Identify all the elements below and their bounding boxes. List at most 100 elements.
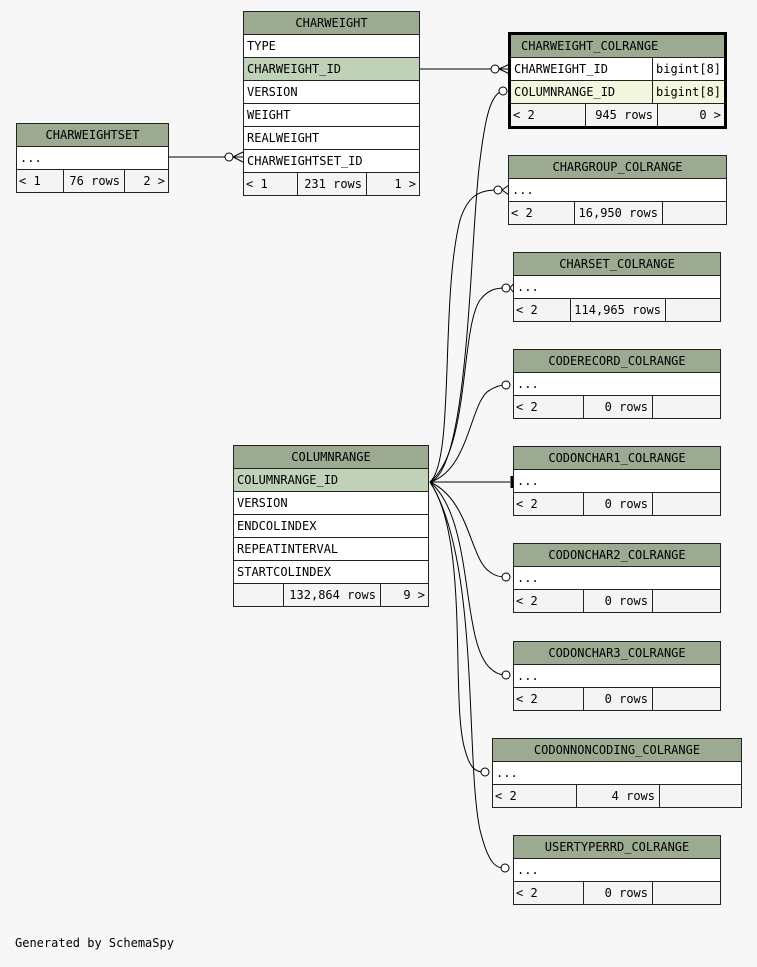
parents-count[interactable]: < 2 xyxy=(514,299,571,321)
parents-count[interactable]: < 2 xyxy=(509,202,575,224)
table-charset-colrange[interactable]: CHARSET_COLRANGE ... < 2 114,965 rows xyxy=(513,252,721,322)
children-count[interactable]: 9 > xyxy=(403,588,425,602)
children-count[interactable] xyxy=(666,299,720,321)
row-count: 0 rows xyxy=(584,396,653,418)
table-codonnoncoding-colrange[interactable]: CODONNONCODING_COLRANGE ... < 2 4 rows xyxy=(492,738,742,808)
row-count: 114,965 rows xyxy=(571,299,666,321)
column-row[interactable]: ... xyxy=(514,276,720,299)
table-header[interactable]: CHARSET_COLRANGE xyxy=(514,253,720,276)
crowfoot xyxy=(501,184,510,196)
table-footer: < 1 231 rows 1 > xyxy=(244,173,419,195)
parents-count[interactable]: < 2 xyxy=(514,396,584,418)
row-count: 0 rows xyxy=(584,590,653,612)
parents-count[interactable]: < 1 xyxy=(17,170,64,192)
table-footer: < 2 0 rows xyxy=(514,688,720,710)
table-footer: < 2 114,965 rows xyxy=(514,299,720,321)
column-row[interactable]: ... xyxy=(493,762,741,785)
column-name: CHARWEIGHT_ID xyxy=(514,62,608,76)
children-count[interactable] xyxy=(663,202,726,224)
column-row[interactable]: COLUMNRANGE_ID bigint[8] xyxy=(511,81,724,104)
table-header[interactable]: CODONCHAR3_COLRANGE xyxy=(514,642,720,665)
parents-count[interactable]: < 2 xyxy=(511,104,586,126)
row-count: 0 rows xyxy=(584,882,653,904)
column-row[interactable]: ... xyxy=(514,567,720,590)
table-charweightset[interactable]: CHARWEIGHTSET ... < 1 76 rows 2 > xyxy=(16,123,169,193)
parents-count[interactable]: < 2 xyxy=(514,882,584,904)
crowfoot-circle xyxy=(498,86,508,96)
table-codonchar3-colrange[interactable]: CODONCHAR3_COLRANGE ... < 2 0 rows xyxy=(513,641,721,711)
table-header[interactable]: COLUMNRANGE xyxy=(234,446,428,469)
table-codonchar2-colrange[interactable]: CODONCHAR2_COLRANGE ... < 2 0 rows xyxy=(513,543,721,613)
table-header[interactable]: USERTYPERRD_COLRANGE xyxy=(514,836,720,859)
parents-count[interactable]: < 2 xyxy=(514,688,584,710)
row-count: 0 rows xyxy=(584,493,653,515)
children-count[interactable] xyxy=(660,785,741,807)
row-count: 945 rows xyxy=(586,104,658,126)
table-footer: < 2 4 rows xyxy=(493,785,741,807)
table-footer: < 2 0 rows xyxy=(514,882,720,904)
column-row[interactable]: WEIGHT xyxy=(244,104,419,127)
table-codonchar1-colrange[interactable]: CODONCHAR1_COLRANGE ... < 2 0 rows xyxy=(513,446,721,516)
parents-count[interactable]: < 1 xyxy=(244,173,298,195)
column-type: bigint[8] xyxy=(652,58,724,80)
column-row[interactable]: ... xyxy=(514,373,720,396)
column-row[interactable]: VERSION xyxy=(244,81,419,104)
column-row[interactable]: STARTCOLINDEX xyxy=(234,561,428,584)
column-row[interactable]: ENDCOLINDEX xyxy=(234,515,428,538)
column-row[interactable]: CHARWEIGHT_ID bigint[8] xyxy=(511,58,724,81)
table-header[interactable]: CODONCHAR2_COLRANGE xyxy=(514,544,720,567)
table-footer: < 1 76 rows 2 > xyxy=(17,170,168,192)
children-count[interactable]: 1 > xyxy=(394,177,416,191)
table-charweight-colrange[interactable]: CHARWEIGHT_COLRANGE CHARWEIGHT_ID bigint… xyxy=(508,32,727,129)
edge-columnrange-charweight-colrange xyxy=(429,90,503,483)
crowfoot-circle xyxy=(490,64,500,74)
crowfoot-circle xyxy=(501,670,511,680)
column-row[interactable]: REPEATINTERVAL xyxy=(234,538,428,561)
table-header[interactable]: CHARWEIGHT_COLRANGE xyxy=(511,35,724,58)
children-count[interactable] xyxy=(653,590,720,612)
table-header[interactable]: CODONNONCODING_COLRANGE xyxy=(493,739,741,762)
column-row[interactable]: ... xyxy=(17,147,168,170)
table-usertyperrd-colrange[interactable]: USERTYPERRD_COLRANGE ... < 2 0 rows xyxy=(513,835,721,905)
table-footer: < 2 16,950 rows xyxy=(509,202,726,224)
parents-count[interactable] xyxy=(234,584,284,606)
column-row[interactable]: VERSION xyxy=(234,492,428,515)
children-count[interactable] xyxy=(653,493,720,515)
row-count: 4 rows xyxy=(577,785,660,807)
edge-columnrange-codonchar3-colrange xyxy=(429,481,506,676)
column-row[interactable]: TYPE xyxy=(244,35,419,58)
children-count[interactable] xyxy=(653,396,720,418)
table-columnrange[interactable]: COLUMNRANGE COLUMNRANGE_ID VERSION ENDCO… xyxy=(233,445,429,607)
parents-count[interactable]: < 2 xyxy=(514,493,584,515)
children-count[interactable]: 0 > xyxy=(699,108,721,122)
column-row[interactable]: ... xyxy=(514,470,720,493)
column-row-key[interactable]: CHARWEIGHT_ID xyxy=(244,58,419,81)
generated-by-credit: Generated by SchemaSpy xyxy=(15,936,174,950)
table-footer: 132,864 rows 9 > xyxy=(234,584,428,606)
column-row[interactable]: ... xyxy=(514,859,720,882)
parents-count[interactable]: < 2 xyxy=(514,590,584,612)
table-header[interactable]: CHARWEIGHTSET xyxy=(17,124,168,147)
edge-columnrange-coderecord-colrange xyxy=(429,384,506,483)
column-row[interactable]: ... xyxy=(514,665,720,688)
column-row[interactable]: REALWEIGHT xyxy=(244,127,419,150)
children-count[interactable]: 2 > xyxy=(143,174,165,188)
children-count[interactable] xyxy=(653,882,720,904)
row-count: 16,950 rows xyxy=(575,202,663,224)
children-count[interactable] xyxy=(653,688,720,710)
table-footer: < 2 0 rows xyxy=(514,396,720,418)
table-footer: < 2 0 rows xyxy=(514,590,720,612)
table-coderecord-colrange[interactable]: CODERECORD_COLRANGE ... < 2 0 rows xyxy=(513,349,721,419)
parents-count[interactable]: < 2 xyxy=(493,785,577,807)
column-row[interactable]: ... xyxy=(509,179,726,202)
table-header[interactable]: CODONCHAR1_COLRANGE xyxy=(514,447,720,470)
table-header[interactable]: CHARWEIGHT xyxy=(244,12,419,35)
column-row-key[interactable]: COLUMNRANGE_ID xyxy=(234,469,428,492)
table-chargroup-colrange[interactable]: CHARGROUP_COLRANGE ... < 2 16,950 rows xyxy=(508,155,727,225)
table-charweight[interactable]: CHARWEIGHT TYPE CHARWEIGHT_ID VERSION WE… xyxy=(243,11,420,196)
table-header[interactable]: CODERECORD_COLRANGE xyxy=(514,350,720,373)
column-row[interactable]: CHARWEIGHTSET_ID xyxy=(244,150,419,173)
table-header[interactable]: CHARGROUP_COLRANGE xyxy=(509,156,726,179)
